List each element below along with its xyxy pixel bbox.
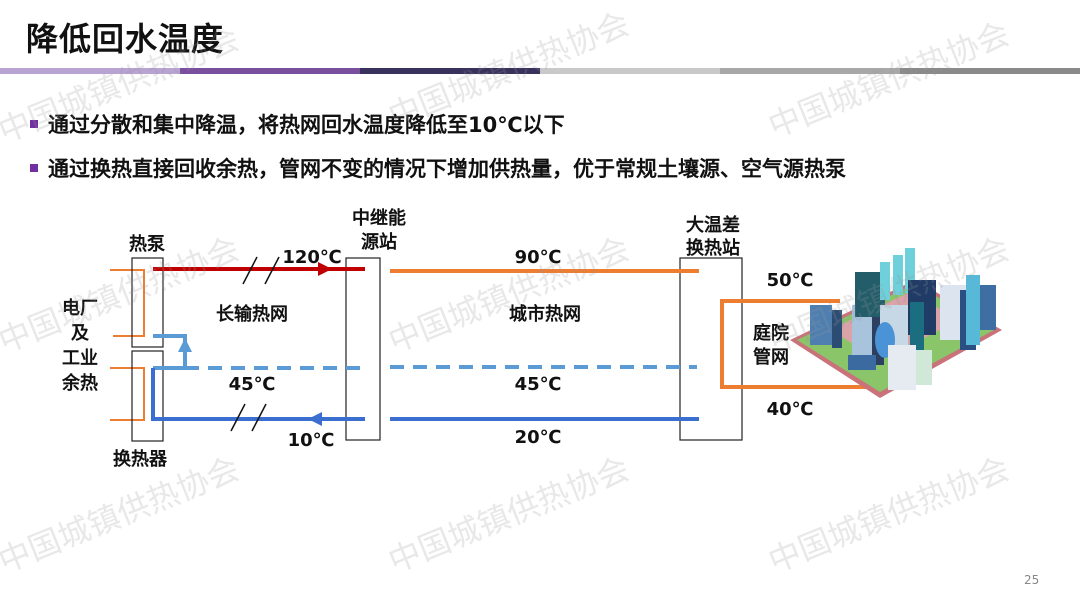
divider-bar bbox=[180, 68, 360, 74]
long-network-label: 长输热网 bbox=[216, 303, 288, 325]
heat-exchanger-box bbox=[131, 350, 164, 442]
relay-station-label: 中继能 bbox=[352, 207, 406, 229]
big-temp-station-label: 换热站 bbox=[686, 237, 740, 259]
temp-label: 50℃ bbox=[767, 270, 814, 291]
temp-label: 120℃ bbox=[282, 247, 341, 268]
heat-exchanger-label: 换热器 bbox=[113, 448, 168, 470]
bullet-square-icon bbox=[30, 164, 38, 172]
source-label: 电厂 bbox=[62, 297, 98, 319]
temp-label: 90℃ bbox=[515, 247, 562, 268]
temp-label: 20℃ bbox=[515, 427, 562, 448]
arrow-left-icon bbox=[308, 412, 322, 426]
bullet-list: 通过分散和集中降温，将热网回水温度降低至10℃以下 通过换热直接回收余热，管网不… bbox=[30, 102, 846, 190]
city-network bbox=[388, 269, 699, 421]
arrow-right-icon bbox=[318, 262, 332, 276]
page-number: 25 bbox=[1024, 573, 1040, 587]
temp-label: 10℃ bbox=[288, 430, 335, 451]
bullet-text: 通过分散和集中降温，将热网回水温度降低至10℃以下 bbox=[48, 113, 565, 137]
source-connection bbox=[110, 269, 145, 421]
courtyard-label: 庭院 bbox=[753, 322, 789, 344]
relay-station-label: 源站 bbox=[361, 231, 397, 253]
page-title: 降低回水温度 bbox=[26, 20, 225, 58]
bullet-square-icon bbox=[30, 120, 38, 128]
city-network-label: 城市热网 bbox=[509, 303, 581, 325]
break-marks bbox=[230, 256, 280, 432]
divider-bar bbox=[360, 68, 540, 74]
source-label: 及 bbox=[71, 323, 90, 344]
big-temp-station-label: 大温差 bbox=[686, 214, 740, 236]
source-label: 余热 bbox=[61, 372, 98, 394]
source-label: 工业 bbox=[62, 348, 98, 369]
heat-pump-label: 热泵 bbox=[129, 233, 165, 255]
city-illustration bbox=[790, 248, 1002, 398]
divider-bar bbox=[0, 68, 180, 74]
heat-pump-box bbox=[131, 257, 164, 348]
divider-bar bbox=[720, 68, 900, 74]
bullet-item: 通过分散和集中降温，将热网回水温度降低至10℃以下 bbox=[30, 102, 846, 146]
temp-label: 40℃ bbox=[767, 399, 814, 420]
courtyard-label: 管网 bbox=[753, 346, 789, 368]
divider-bar bbox=[900, 68, 1080, 74]
arrow-up-icon bbox=[178, 338, 192, 352]
bullet-text: 通过换热直接回收余热，管网不变的情况下增加供热量，优于常规土壤源、空气源热泵 bbox=[48, 157, 846, 181]
bullet-item: 通过换热直接回收余热，管网不变的情况下增加供热量，优于常规土壤源、空气源热泵 bbox=[30, 146, 846, 190]
divider-bar bbox=[540, 68, 720, 74]
temp-label: 45℃ bbox=[515, 374, 562, 395]
relay-station-box bbox=[345, 257, 381, 441]
courtyard-network bbox=[720, 299, 890, 389]
temp-label: 45℃ bbox=[229, 374, 276, 395]
big-temp-station-box bbox=[679, 257, 743, 441]
